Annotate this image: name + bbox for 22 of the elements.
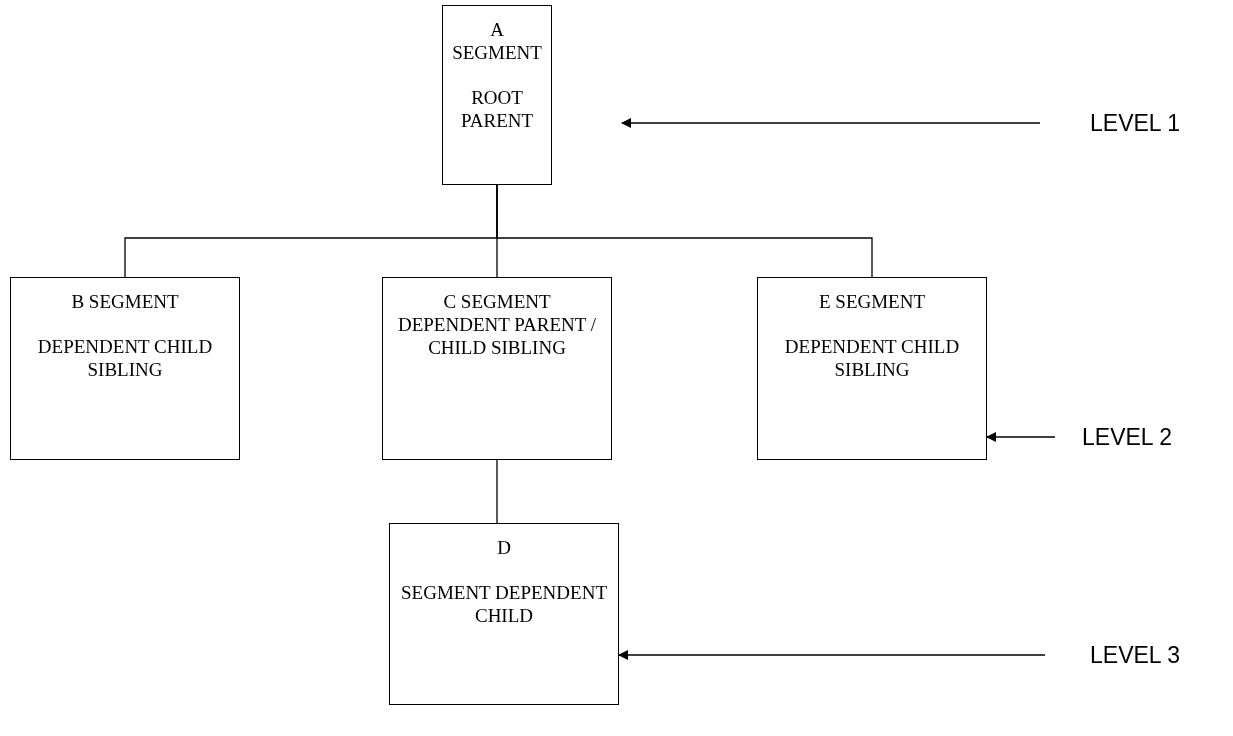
segment-box xyxy=(382,277,612,460)
arrow xyxy=(621,118,1041,128)
connector-line xyxy=(496,184,873,278)
segment-box xyxy=(442,5,552,185)
connector-line xyxy=(496,459,498,524)
segment-text: B SEGMENT xyxy=(71,290,179,313)
level-label: LEVEL 2 xyxy=(1082,422,1172,452)
segment-box xyxy=(10,277,240,460)
connector-line xyxy=(986,432,1056,442)
segment-box xyxy=(757,277,987,460)
segment-text: E SEGMENT xyxy=(818,290,926,313)
segment-text: A SEGMENT xyxy=(451,18,543,64)
segment-text: DEPENDENT CHILD SIBLING xyxy=(783,335,961,381)
segment-text: ROOT PARENT xyxy=(459,86,535,132)
segment-box xyxy=(389,523,619,705)
segment-text: DEPENDENT CHILD SIBLING xyxy=(36,335,214,381)
level-label: LEVEL 3 xyxy=(1090,640,1180,670)
segment-text: C SEGMENT DEPENDENT PARENT / CHILD SIBLING xyxy=(396,290,598,359)
segment-text: D xyxy=(497,536,511,559)
connector-line xyxy=(618,650,1046,660)
level-label: LEVEL 1 xyxy=(1090,108,1180,138)
segment-text: SEGMENT DEPENDENT CHILD xyxy=(400,581,608,627)
